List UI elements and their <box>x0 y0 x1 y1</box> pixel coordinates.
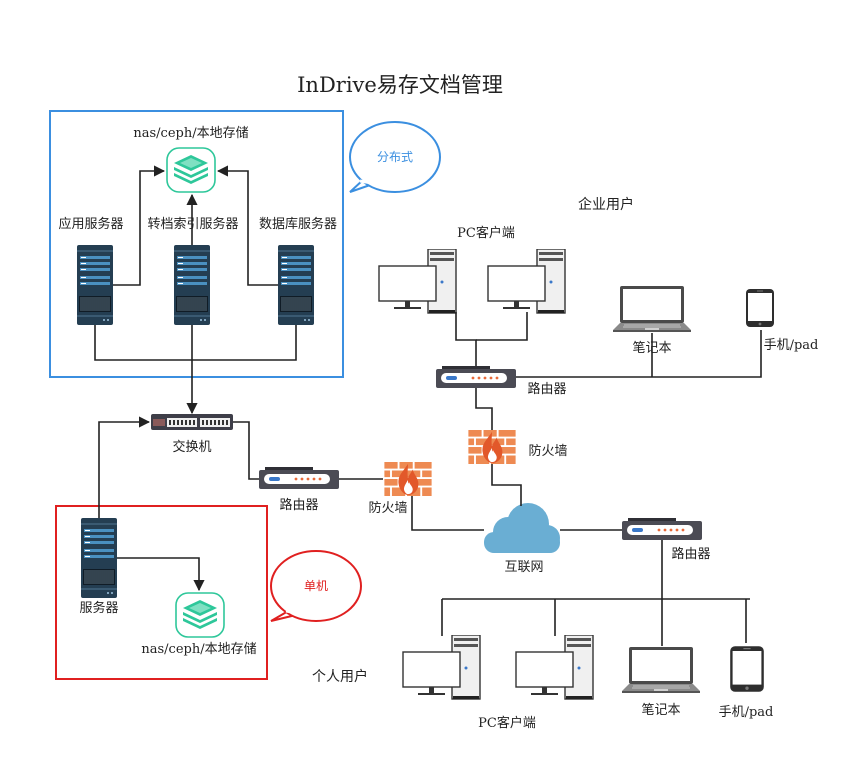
personal-pc-2-icon <box>515 635 594 700</box>
switch-label: 交换机 <box>172 439 211 455</box>
personal-pc-label: PC客户端 <box>478 715 536 731</box>
router-right-label: 路由器 <box>671 546 710 562</box>
switch-icon <box>151 414 233 430</box>
enterprise-firewall-label: 防火墙 <box>528 443 567 459</box>
standalone-bubble-label: 单机 <box>304 579 328 593</box>
firewall-left-label: 防火墙 <box>368 500 407 516</box>
network-connections <box>233 312 762 646</box>
enterprise-firewall-icon <box>468 430 516 464</box>
distributed-bubble: 分布式 <box>349 121 441 193</box>
enterprise-title: 企业用户 <box>578 196 634 213</box>
enterprise-router-label: 路由器 <box>527 381 566 397</box>
standalone-storage-label: nas/ceph/本地存储 <box>141 642 256 657</box>
router-left-label: 路由器 <box>279 497 318 513</box>
firewall-left-icon <box>384 462 432 496</box>
database-server-icon <box>278 245 314 325</box>
router-right-icon <box>622 518 702 540</box>
enterprise-pc-1-icon <box>378 249 457 314</box>
standalone-storage-icon <box>175 592 225 638</box>
enterprise-pc-label: PC客户端 <box>457 225 515 241</box>
app-server-label: 应用服务器 <box>58 216 123 232</box>
enterprise-router-icon <box>436 366 516 388</box>
enterprise-phone-label: 手机/pad <box>764 338 819 353</box>
enterprise-laptop-icon <box>612 285 692 333</box>
standalone-bubble: 单机 <box>270 550 362 622</box>
personal-phone-label: 手机/pad <box>719 705 774 720</box>
internet-cloud-icon <box>484 503 560 553</box>
enterprise-phone-icon <box>746 289 774 327</box>
internet-label: 互联网 <box>504 560 543 575</box>
standalone-group <box>55 505 268 680</box>
personal-laptop-icon <box>621 646 701 694</box>
router-left-icon <box>259 467 339 489</box>
enterprise-pc-2-icon <box>487 249 566 314</box>
convert-index-server-icon <box>174 245 210 325</box>
standalone-server-label: 服务器 <box>79 600 118 616</box>
standalone-server-icon <box>81 518 117 598</box>
distributed-storage-label: nas/ceph/本地存储 <box>133 126 248 141</box>
convert-index-server-label: 转档索引服务器 <box>147 216 238 232</box>
distributed-connections <box>94 165 297 415</box>
app-server-icon <box>77 245 113 325</box>
personal-title: 个人用户 <box>312 668 368 685</box>
distributed-bubble-label: 分布式 <box>377 150 413 164</box>
personal-laptop-label: 笔记本 <box>641 702 680 718</box>
database-server-label: 数据库服务器 <box>259 216 337 232</box>
personal-phone-icon <box>730 646 764 692</box>
personal-pc-1-icon <box>402 635 481 700</box>
page-title: InDrive易存文档管理 <box>297 73 503 97</box>
distributed-group <box>49 110 344 378</box>
distributed-storage-icon <box>166 147 216 193</box>
standalone-connections <box>98 416 205 592</box>
